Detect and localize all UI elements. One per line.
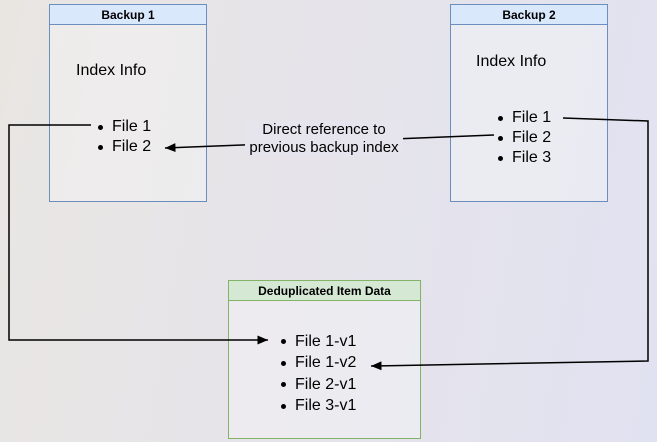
file-label: File 2: [512, 129, 552, 146]
dedup-node: Deduplicated Item Data File 1-v1 File 1-…: [228, 280, 421, 439]
edge-label-line1: Direct reference to: [262, 121, 386, 138]
backup2-node: Backup 2 Index Info File 1 File 2 File 3: [450, 4, 608, 202]
dedup-file-list: File 1-v1 File 1-v2 File 2-v1 File 3-v1: [229, 331, 420, 417]
bullet-icon: [98, 124, 103, 130]
file-label: File 1-v1: [295, 332, 357, 350]
dedup-header: Deduplicated Item Data: [229, 281, 420, 301]
bullet-icon: [281, 360, 286, 366]
bullet-icon: [498, 115, 503, 121]
file-label: File 3: [512, 149, 552, 166]
list-item: File 1: [451, 108, 607, 128]
list-item: File 2: [451, 128, 607, 148]
list-item: File 3-v1: [229, 396, 420, 418]
file-label: File 1: [112, 118, 152, 135]
bullet-icon: [498, 135, 503, 141]
backup1-header: Backup 1: [50, 5, 206, 25]
file-label: File 2: [112, 138, 152, 155]
backup2-file-list: File 1 File 2 File 3: [451, 108, 607, 168]
list-item: File 1-v2: [229, 353, 420, 375]
bullet-icon: [281, 403, 286, 409]
list-item: File 1-v1: [229, 331, 420, 353]
bullet-icon: [281, 339, 286, 345]
backup1-node: Backup 1 Index Info File 1 File 2: [49, 4, 207, 202]
backup2-header: Backup 2: [451, 5, 607, 25]
backup2-index-info-label: Index Info: [476, 53, 547, 70]
bullet-icon: [98, 144, 103, 150]
dedup-title: Deduplicated Item Data: [258, 283, 391, 298]
backup1-file-list: File 1 File 2: [50, 117, 206, 157]
backup2-title: Backup 2: [502, 7, 556, 22]
backup1-index-info-label: Index Info: [76, 62, 147, 79]
list-item: File 2-v1: [229, 374, 420, 396]
bullet-icon: [281, 382, 286, 388]
file-label: File 1: [512, 109, 552, 126]
backup1-title: Backup 1: [101, 7, 155, 22]
file-label: File 1-v2: [295, 354, 357, 372]
file-label: File 2-v1: [295, 375, 357, 393]
bullet-icon: [498, 155, 503, 161]
list-item: File 3: [451, 148, 607, 168]
edge-label-line2: previous backup index: [249, 138, 399, 156]
edge-label: Direct reference to previous backup inde…: [245, 121, 403, 156]
list-item: File 2: [50, 137, 206, 157]
file-label: File 3-v1: [295, 397, 357, 415]
list-item: File 1: [50, 117, 206, 137]
